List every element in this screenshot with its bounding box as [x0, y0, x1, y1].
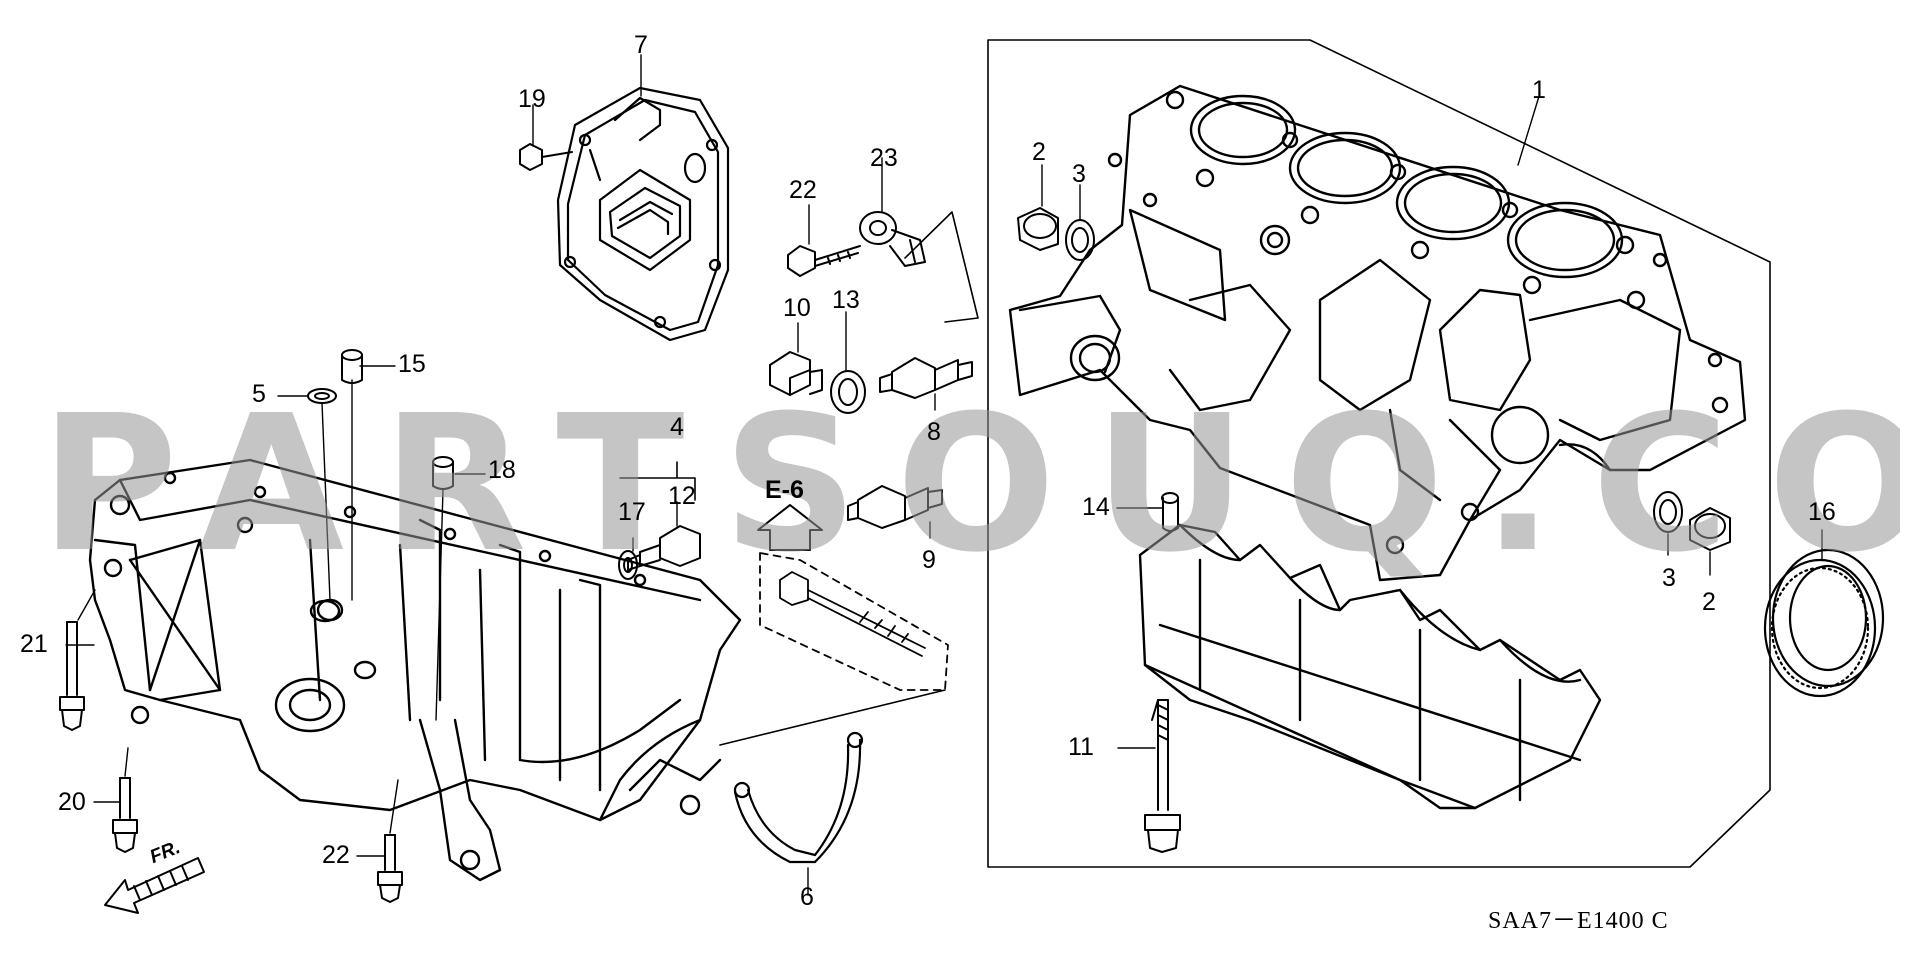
washer-3-upper[interactable]: [1065, 219, 1095, 261]
callout-17[interactable]: 17: [618, 498, 646, 526]
callout-10[interactable]: 10: [783, 294, 811, 322]
callout-20[interactable]: 20: [58, 788, 86, 816]
callout-3[interactable]: 3: [1072, 160, 1086, 188]
washer-17[interactable]: [618, 550, 638, 580]
callout-18[interactable]: 18: [488, 456, 516, 484]
bolt-callout-lead: [719, 689, 946, 746]
callout-19[interactable]: 19: [518, 85, 546, 113]
dowel-14[interactable]: [1161, 492, 1179, 532]
plug-12[interactable]: [627, 525, 701, 571]
engine-block[interactable]: [1008, 84, 1747, 582]
bolt-22-upper[interactable]: [787, 245, 861, 277]
callout-16[interactable]: 16: [1808, 498, 1836, 526]
callout-23[interactable]: 23: [870, 144, 898, 172]
lower-block-bedplate[interactable]: [1138, 523, 1602, 810]
callout-11[interactable]: 11: [1068, 733, 1094, 761]
callout-21[interactable]: 21: [20, 630, 48, 658]
callout-1[interactable]: 1: [1532, 76, 1546, 104]
oil-pan[interactable]: [88, 458, 742, 882]
diagram-code: SAA7－E1400 C: [1488, 908, 1669, 934]
callout-14[interactable]: 14: [1082, 493, 1110, 521]
callout-22[interactable]: 22: [789, 176, 817, 204]
washer-3-lower[interactable]: [1653, 491, 1683, 533]
block-assembly-frame: [987, 39, 1771, 868]
callout-3[interactable]: 3: [1662, 564, 1676, 592]
front-direction-arrow: [104, 857, 205, 914]
callout-15[interactable]: 15: [398, 350, 426, 378]
sensor-9[interactable]: [847, 485, 943, 529]
group-4-bracket: [619, 461, 696, 501]
reference-arrow: [757, 504, 823, 551]
plug-10[interactable]: [769, 351, 823, 396]
callout-6[interactable]: 6: [800, 883, 814, 911]
callout-12[interactable]: 12: [668, 482, 696, 510]
plug-2-upper[interactable]: [1017, 207, 1059, 251]
callout-7[interactable]: 7: [634, 31, 648, 59]
knock-sensor-23[interactable]: [859, 211, 926, 267]
gasket-6[interactable]: [733, 731, 864, 864]
callout-13[interactable]: 13: [832, 286, 860, 314]
callout-8[interactable]: 8: [927, 418, 941, 446]
washer-13[interactable]: [830, 370, 866, 414]
callout-5[interactable]: 5: [252, 380, 266, 408]
callout-9[interactable]: 9: [922, 546, 936, 574]
bolt-11[interactable]: [1144, 699, 1181, 853]
dashed-bolt-callout: [759, 552, 949, 691]
bolt-19[interactable]: [519, 143, 573, 171]
bolt-20[interactable]: [112, 777, 138, 853]
callout-4[interactable]: 4: [670, 413, 684, 441]
dowel-15[interactable]: [341, 349, 363, 384]
callout-2[interactable]: 2: [1032, 138, 1046, 166]
oil-pressure-switch-8[interactable]: [879, 357, 973, 399]
callout-2[interactable]: 2: [1702, 588, 1716, 616]
bolt-22-lower[interactable]: [377, 834, 403, 903]
dowel-18[interactable]: [432, 456, 454, 490]
plug-2-lower[interactable]: [1689, 507, 1731, 551]
reference-label[interactable]: E-6: [765, 476, 804, 504]
washer-5[interactable]: [307, 388, 337, 404]
bolt-21[interactable]: [59, 621, 85, 731]
callout-22[interactable]: 22: [322, 841, 350, 869]
knock-sensor-lead-line: [904, 211, 979, 323]
leader-lines: [65, 54, 1823, 896]
baffle-plate[interactable]: [556, 86, 730, 342]
oil-seal-16[interactable]: [1763, 548, 1885, 698]
